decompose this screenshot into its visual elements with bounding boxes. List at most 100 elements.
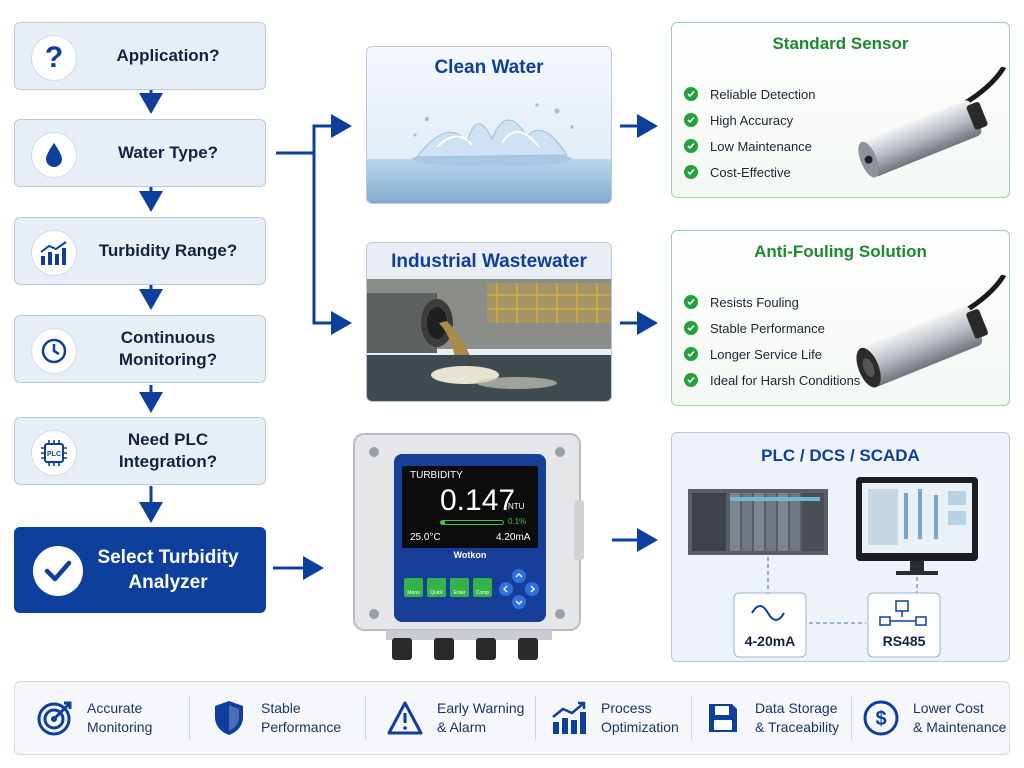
check-circle-icon <box>684 87 698 101</box>
feature-list: Resists Fouling Stable Performance Longe… <box>684 289 860 393</box>
card-title: Standard Sensor <box>772 34 909 53</box>
comp-button[interactable]: Comp <box>473 578 492 597</box>
quick-button[interactable]: Quick <box>427 578 446 597</box>
plc-system-image <box>688 477 978 658</box>
feature-item: Ideal for Harsh Conditions <box>684 367 860 393</box>
benefit-item: Data Storage & Traceability <box>703 682 839 754</box>
benefit-line: Accurate <box>87 700 143 716</box>
step-label: Application? <box>116 46 220 65</box>
clean-water-card: Clean Water <box>366 46 612 204</box>
divider <box>851 696 852 740</box>
benefit-line: Performance <box>261 719 342 735</box>
floppy-disk-icon <box>703 698 743 738</box>
step-label: Water Type? <box>117 143 219 162</box>
bar-chart-icon <box>31 230 77 276</box>
check-circle-icon <box>684 347 698 361</box>
wastewater-pipe-image <box>367 243 611 401</box>
feature-item: Stable Performance <box>684 315 860 341</box>
step-label: Select Turbidity Analyzer <box>97 547 239 593</box>
step-turbidity-range: Turbidity Range? <box>14 217 266 285</box>
sensor-probe-image <box>858 67 1007 178</box>
benefit-line: Data Storage <box>755 700 838 716</box>
water-splash-image <box>367 47 611 203</box>
step-continuous-monitoring: Continuous Monitoring? <box>14 315 266 383</box>
turbidity-value: 0.147 <box>440 484 516 517</box>
card-title: PLC / DCS / SCADA <box>761 446 920 465</box>
checkmark-icon <box>33 546 83 596</box>
plc-chip-icon: PLC <box>31 430 77 476</box>
card-title: Anti-Fouling Solution <box>754 242 927 261</box>
plc-chip-text: PLC <box>47 451 61 458</box>
brand-label: Wotkon <box>453 550 487 560</box>
level-bar <box>440 520 504 525</box>
step-application: ? Application? <box>14 22 266 90</box>
level-bar-fill <box>441 521 445 524</box>
benefit-line: & Traceability <box>755 719 840 735</box>
check-circle-icon <box>684 165 698 179</box>
analyzer-housing <box>353 433 584 660</box>
plc-dcs-scada-card: PLC / DCS / SCADA 4-20mA RS485 <box>671 432 1010 662</box>
divider <box>535 696 536 740</box>
clock-icon <box>31 328 77 374</box>
benefit-line: Process <box>601 700 652 716</box>
current-readout: 4.20mA <box>496 532 531 543</box>
screen-title: TURBIDITY <box>410 470 463 481</box>
divider <box>189 696 190 740</box>
benefit-item: $ Lower Cost & Maintenance <box>861 682 1006 754</box>
turbidity-analyzer-device: TURBIDITY 0.147 NTU 0.1% 25.0°C 4.20mA W… <box>348 430 588 662</box>
check-circle-icon <box>684 113 698 127</box>
step-label: Turbidity Range? <box>98 241 238 260</box>
dollar-icon: $ <box>861 698 901 738</box>
benefit-item: Early Warning & Alarm <box>385 682 524 754</box>
signal-4-20ma: 4-20mA <box>744 633 796 649</box>
svg-text:$: $ <box>875 708 886 730</box>
check-circle-icon <box>684 373 698 387</box>
temperature-readout: 25.0°C <box>410 532 441 543</box>
benefit-line: Monitoring <box>87 719 153 735</box>
benefit-line: Optimization <box>601 719 679 735</box>
signal-rs485: RS485 <box>882 633 926 649</box>
anti-fouling-card: Anti-Fouling Solution Resists Fouling St… <box>671 230 1010 406</box>
benefit-line: Early Warning <box>437 700 525 716</box>
feature-list: Reliable Detection High Accuracy Low Mai… <box>684 81 816 185</box>
check-circle-icon <box>684 321 698 335</box>
card-title: Clean Water <box>434 57 544 78</box>
check-circle-icon <box>684 295 698 309</box>
benefit-line: Lower Cost <box>913 700 984 716</box>
benefit-line: & Alarm <box>437 719 487 735</box>
step-label: Need PLC Integration? <box>118 430 218 471</box>
feature-item: Low Maintenance <box>684 133 816 159</box>
benefit-line: & Maintenance <box>913 719 1007 735</box>
growth-chart-icon <box>549 698 589 738</box>
divider <box>691 696 692 740</box>
warning-icon <box>385 698 425 738</box>
check-circle-icon <box>684 139 698 153</box>
water-drop-icon <box>31 132 77 178</box>
feature-item: Resists Fouling <box>684 289 860 315</box>
standard-sensor-card: Standard Sensor Reliable Detection High … <box>671 22 1010 198</box>
menu-button[interactable]: Menu <box>404 578 423 597</box>
step-water-type: Water Type? <box>14 119 266 187</box>
anti-fouling-probe-image <box>856 275 1007 388</box>
dpad-control[interactable] <box>496 566 542 612</box>
shield-icon <box>209 698 249 738</box>
card-title: Industrial Wastewater <box>391 251 587 272</box>
industrial-wastewater-card: Industrial Wastewater <box>366 242 612 402</box>
level-percent: 0.1% <box>508 517 527 526</box>
feature-item: Longer Service Life <box>684 341 860 367</box>
step-label: Continuous Monitoring? <box>118 328 218 369</box>
feature-item: Cost-Effective <box>684 159 816 185</box>
feature-item: Reliable Detection <box>684 81 816 107</box>
benefit-line: Stable <box>261 700 301 716</box>
turbidity-unit: NTU <box>508 502 525 511</box>
feature-item: High Accuracy <box>684 107 816 133</box>
divider <box>365 696 366 740</box>
question-icon: ? <box>31 35 77 81</box>
enter-button[interactable]: Enter <box>450 578 469 597</box>
step-plc-integration: PLC Need PLC Integration? <box>14 417 266 485</box>
